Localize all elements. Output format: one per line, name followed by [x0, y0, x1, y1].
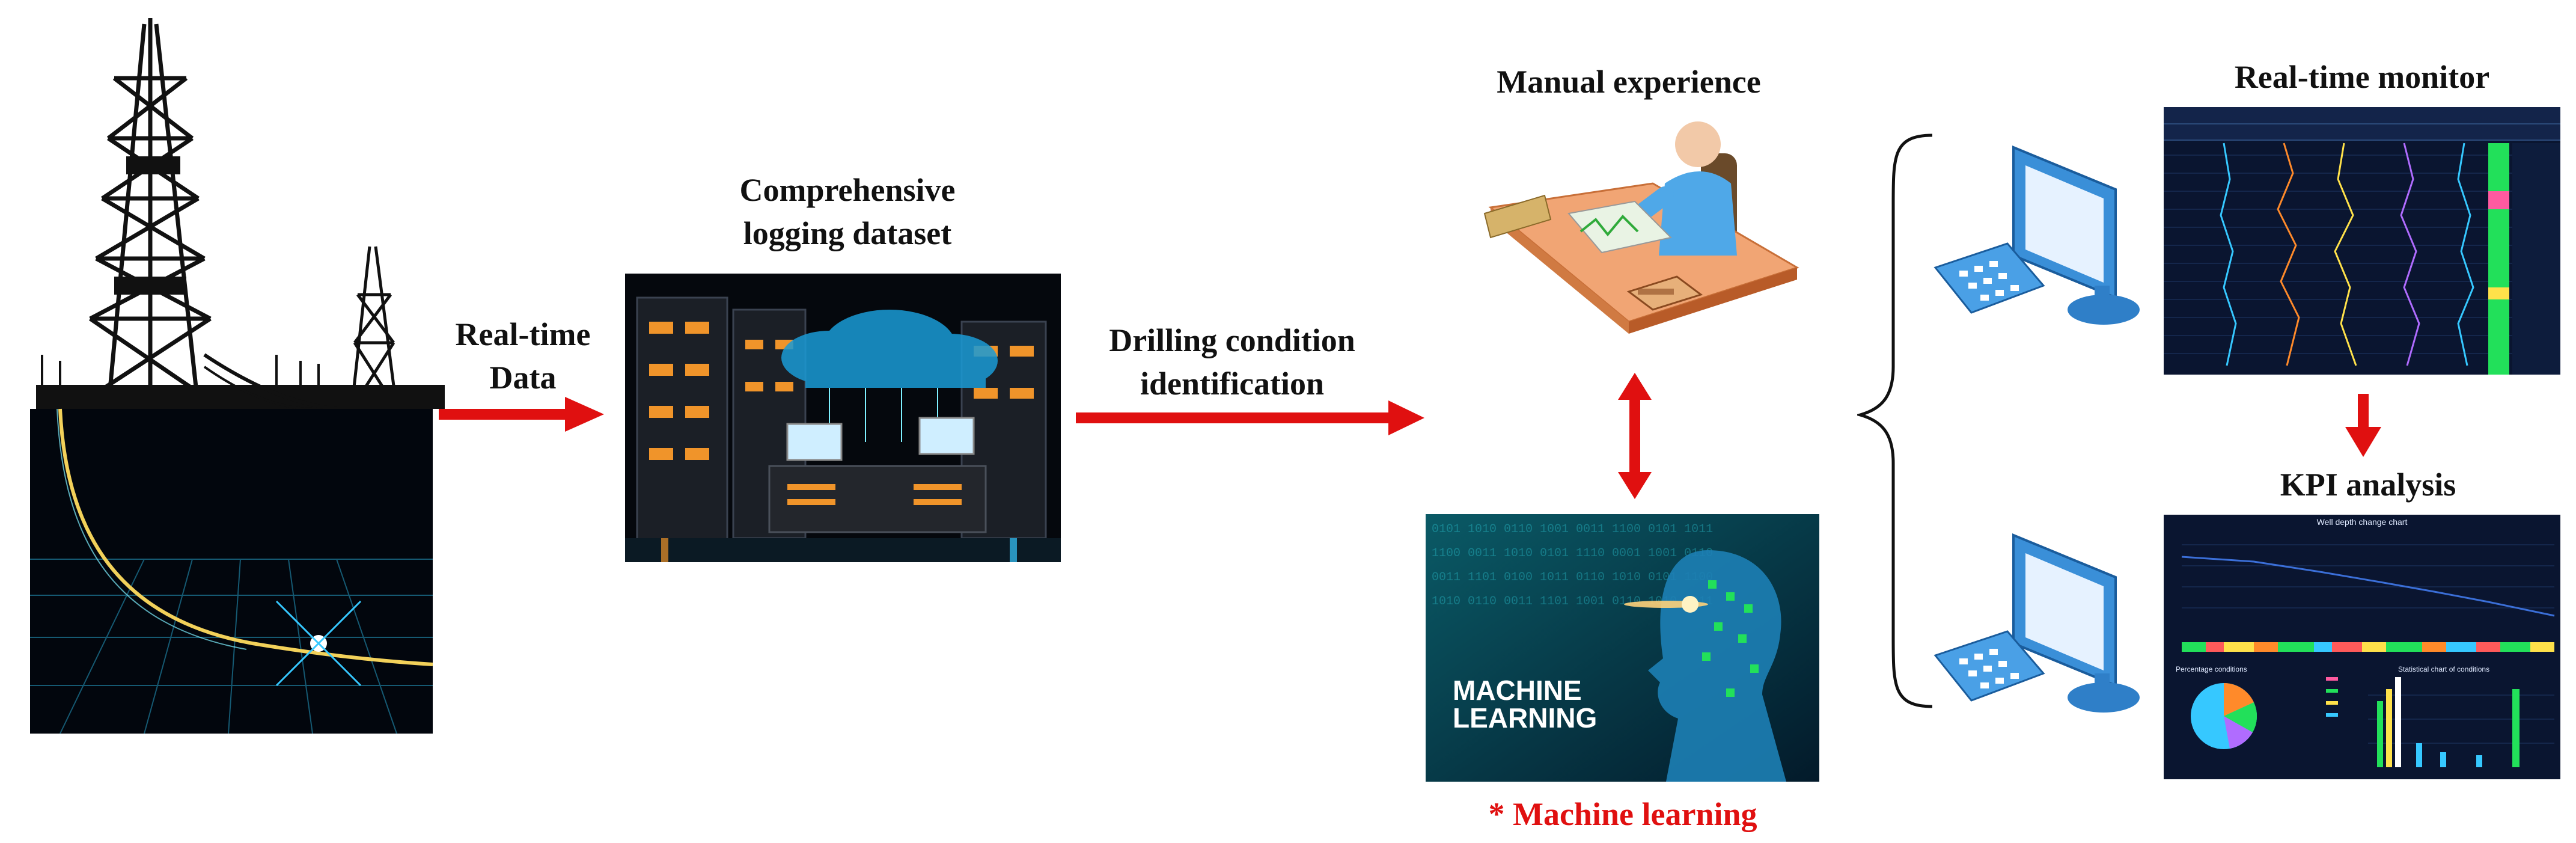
kpi-pie-title: Percentage conditions: [2176, 665, 2247, 673]
drilling-label: Drilling condition identification: [1064, 319, 1400, 405]
ml-image-text-line1: MACHINE: [1453, 675, 1582, 706]
machine-learning-image: 0101 1010 0110 1001 0011 1100 0101 1011 …: [1426, 514, 1819, 782]
server-cloud-image: [625, 274, 1061, 562]
desk-worker-icon: [1483, 121, 1799, 334]
svg-text:0011 1101 0100 1011 0110 1010: 0011 1101 0100 1011 0110 1010 0101 1100: [1432, 571, 1713, 584]
dataset-label: Comprehensive logging dataset: [625, 168, 1070, 255]
oil-rig-icon: [30, 18, 445, 734]
dataset-line2: logging dataset: [743, 215, 952, 251]
realtime-monitor-label: Real-time monitor: [2234, 59, 2490, 95]
kpi-bar-title: Statistical chart of conditions: [2398, 665, 2490, 673]
server-cloud-icon: [625, 274, 1061, 562]
drilling-line2: identification: [1140, 366, 1324, 402]
kpi-chart-title: Well depth change chart: [2316, 517, 2408, 527]
svg-text:1100 0011 1010 0101 1110 0001: 1100 0011 1010 0101 1110 0001 1001 0110: [1432, 547, 1713, 560]
ml-image-text: MACHINE LEARNING: [1453, 676, 1597, 732]
drilling-line1: Drilling condition: [1109, 322, 1355, 358]
arrow-right-2: [1076, 400, 1424, 435]
realtime-data-line1: Real-time: [455, 316, 591, 352]
manual-experience-label: Manual experience: [1497, 64, 1761, 100]
arrow-down: [2345, 394, 2381, 457]
dataset-line1: Comprehensive: [739, 172, 956, 208]
arrow-right-1: [439, 397, 604, 432]
computer-icon: [1934, 533, 2140, 713]
realtime-monitor-screen: [2164, 107, 2560, 375]
brace-icon: [1857, 133, 1933, 708]
kpi-screen: Well depth change chart: [2164, 515, 2560, 779]
computer-icon: [1934, 146, 2140, 325]
desk-worker-illustration: [1473, 117, 1809, 358]
realtime-data-label: Real-time Data: [427, 313, 619, 399]
realtime-data-line2: Data: [489, 360, 557, 396]
ml-image-text-line2: LEARNING: [1453, 702, 1598, 734]
svg-text:0101 1010 0110 1001 0011 1100: 0101 1010 0110 1001 0011 1100 0101 1011: [1432, 523, 1713, 536]
oil-rig-illustration: [24, 18, 445, 740]
kpi-analysis-label: KPI analysis: [2280, 467, 2456, 503]
machine-learning-label: * Machine learning: [1488, 796, 1757, 832]
double-arrow-vertical: [1618, 373, 1652, 499]
